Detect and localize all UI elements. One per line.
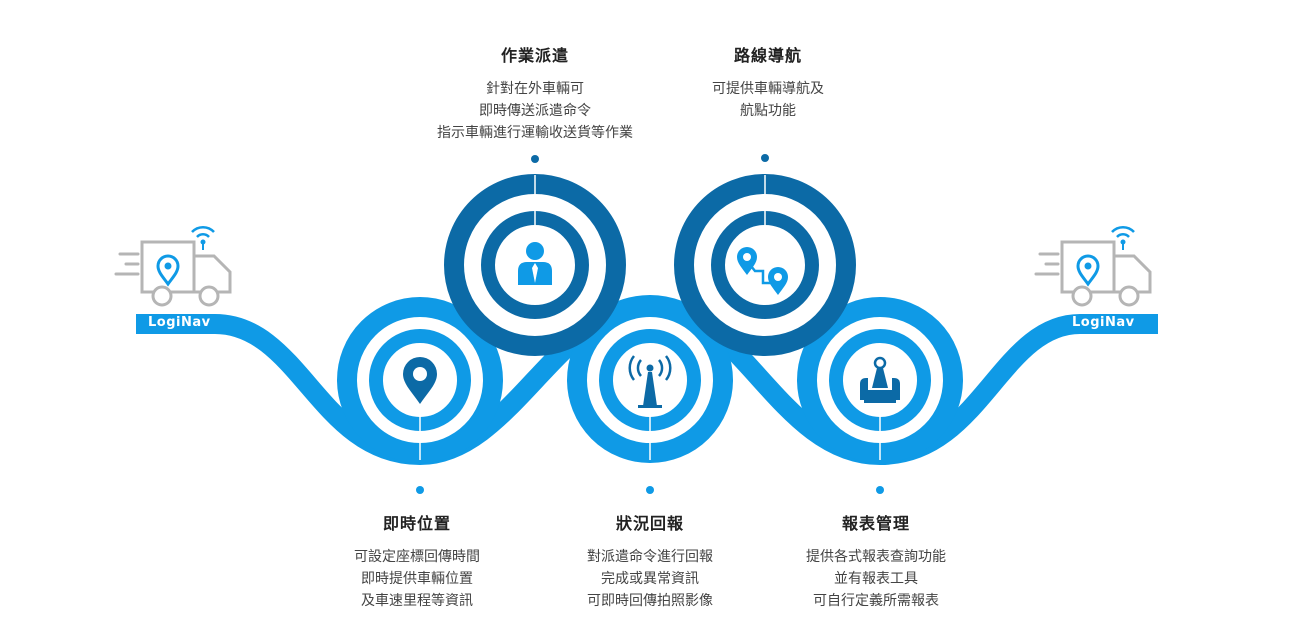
delivery-truck-with-location-pin-icon [1034,240,1152,307]
step-description-line: 提供各式報表查詢功能 [806,549,946,565]
map-pin-icon [403,357,437,404]
connector-dot-dispatch [531,155,539,163]
ring-status [567,297,733,463]
step-description-line: 指示車輛進行運輸收送貨等作業 [437,125,633,141]
step-title: 路線導航 [733,46,802,65]
step-description-line: 可自行定義所需報表 [813,593,939,609]
step-report: 報表管理 提供各式報表查詢功能 並有報表工具 可自行定義所需報表 [726,510,1026,612]
step-title: 報表管理 [841,514,910,533]
step-description-line: 即時提供車輛位置 [361,571,473,587]
step-description-line: 及車速里程等資訊 [361,593,473,609]
brand-label-left: LogiNav [148,315,211,330]
connector-dot-report [876,486,884,494]
step-navigation: 路線導航 可提供車輛導航及 航點功能 [618,42,918,122]
delivery-truck-with-location-pin-icon [114,240,232,307]
connector-dot-navigation [761,154,769,162]
ring-navigation [674,174,856,356]
step-title: 即時位置 [382,514,451,533]
step-description-line: 完成或異常資訊 [601,571,699,587]
radio-antenna-icon [628,355,672,408]
person-with-tie-icon [518,242,552,285]
step-status: 狀況回報 對派遣命令進行回報 完成或異常資訊 可即時回傳拍照影像 [500,510,800,612]
step-title: 作業派遣 [500,46,569,65]
step-description-line: 可即時回傳拍照影像 [587,593,713,609]
step-description-line: 航點功能 [740,103,796,119]
binder-clip-report-icon [860,356,900,403]
ring-position [337,297,503,463]
connector-dot-position [416,486,424,494]
wifi-signal-icon [191,225,215,250]
route-pins-icon [737,247,788,295]
ring-dispatch [444,174,626,356]
step-description-line: 針對在外車輛可 [486,81,584,97]
step-title: 狀況回報 [615,514,684,533]
step-dispatch: 作業派遣 針對在外車輛可 即時傳送派遣命令 指示車輛進行運輸收送貨等作業 [385,42,685,144]
step-position: 即時位置 可設定座標回傳時間 即時提供車輛位置 及車速里程等資訊 [267,510,567,612]
step-description-line: 可提供車輛導航及 [712,81,824,97]
step-description-line: 並有報表工具 [834,571,918,587]
wifi-signal-icon [1111,225,1135,250]
step-description-line: 可設定座標回傳時間 [354,549,480,565]
step-description-line: 即時傳送派遣命令 [479,103,591,119]
connector-dot-status [646,486,654,494]
step-description-line: 對派遣命令進行回報 [587,549,713,565]
brand-label-right: LogiNav [1072,315,1135,330]
ring-report [797,297,963,463]
